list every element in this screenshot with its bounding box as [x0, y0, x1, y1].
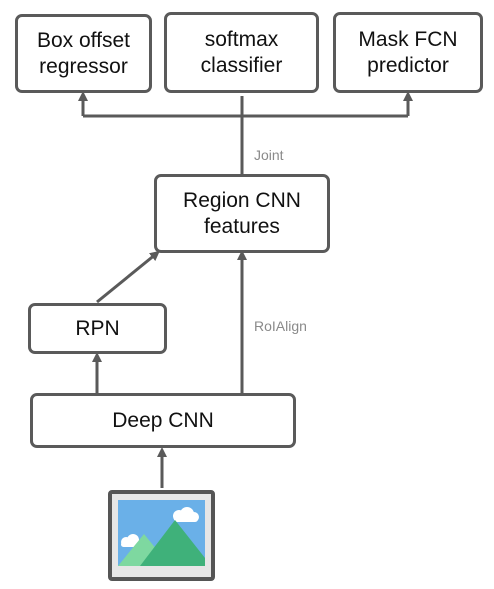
roialign-label: RoIAlign: [254, 318, 307, 334]
box-offset-line1: Box offset: [36, 28, 130, 52]
rpn-node: RPN: [28, 303, 167, 354]
box-offset-regressor-node: Box offset regressor: [15, 14, 152, 93]
mask-fcn-line2: predictor: [367, 53, 449, 77]
box-offset-line2: regressor: [39, 54, 128, 78]
deep-cnn-label: Deep CNN: [112, 408, 214, 432]
softmax-line2: classifier: [200, 53, 283, 77]
region-cnn-features-node: Region CNN features: [154, 174, 330, 253]
region-cnn-line1: Region CNN: [183, 188, 301, 212]
rpn-label: RPN: [75, 316, 120, 340]
softmax-line1: softmax: [204, 27, 279, 51]
region-cnn-line2: features: [204, 214, 280, 238]
deep-cnn-node: Deep CNN: [30, 393, 296, 448]
mask-fcn-predictor-node: Mask FCN predictor: [333, 12, 483, 93]
edge-rpn-to-region-cnn: [96, 250, 160, 304]
softmax-classifier-node: softmax classifier: [164, 12, 319, 93]
mask-fcn-line1: Mask FCN: [358, 27, 458, 51]
image-icon: [108, 490, 215, 581]
joint-label: Joint: [254, 147, 284, 163]
